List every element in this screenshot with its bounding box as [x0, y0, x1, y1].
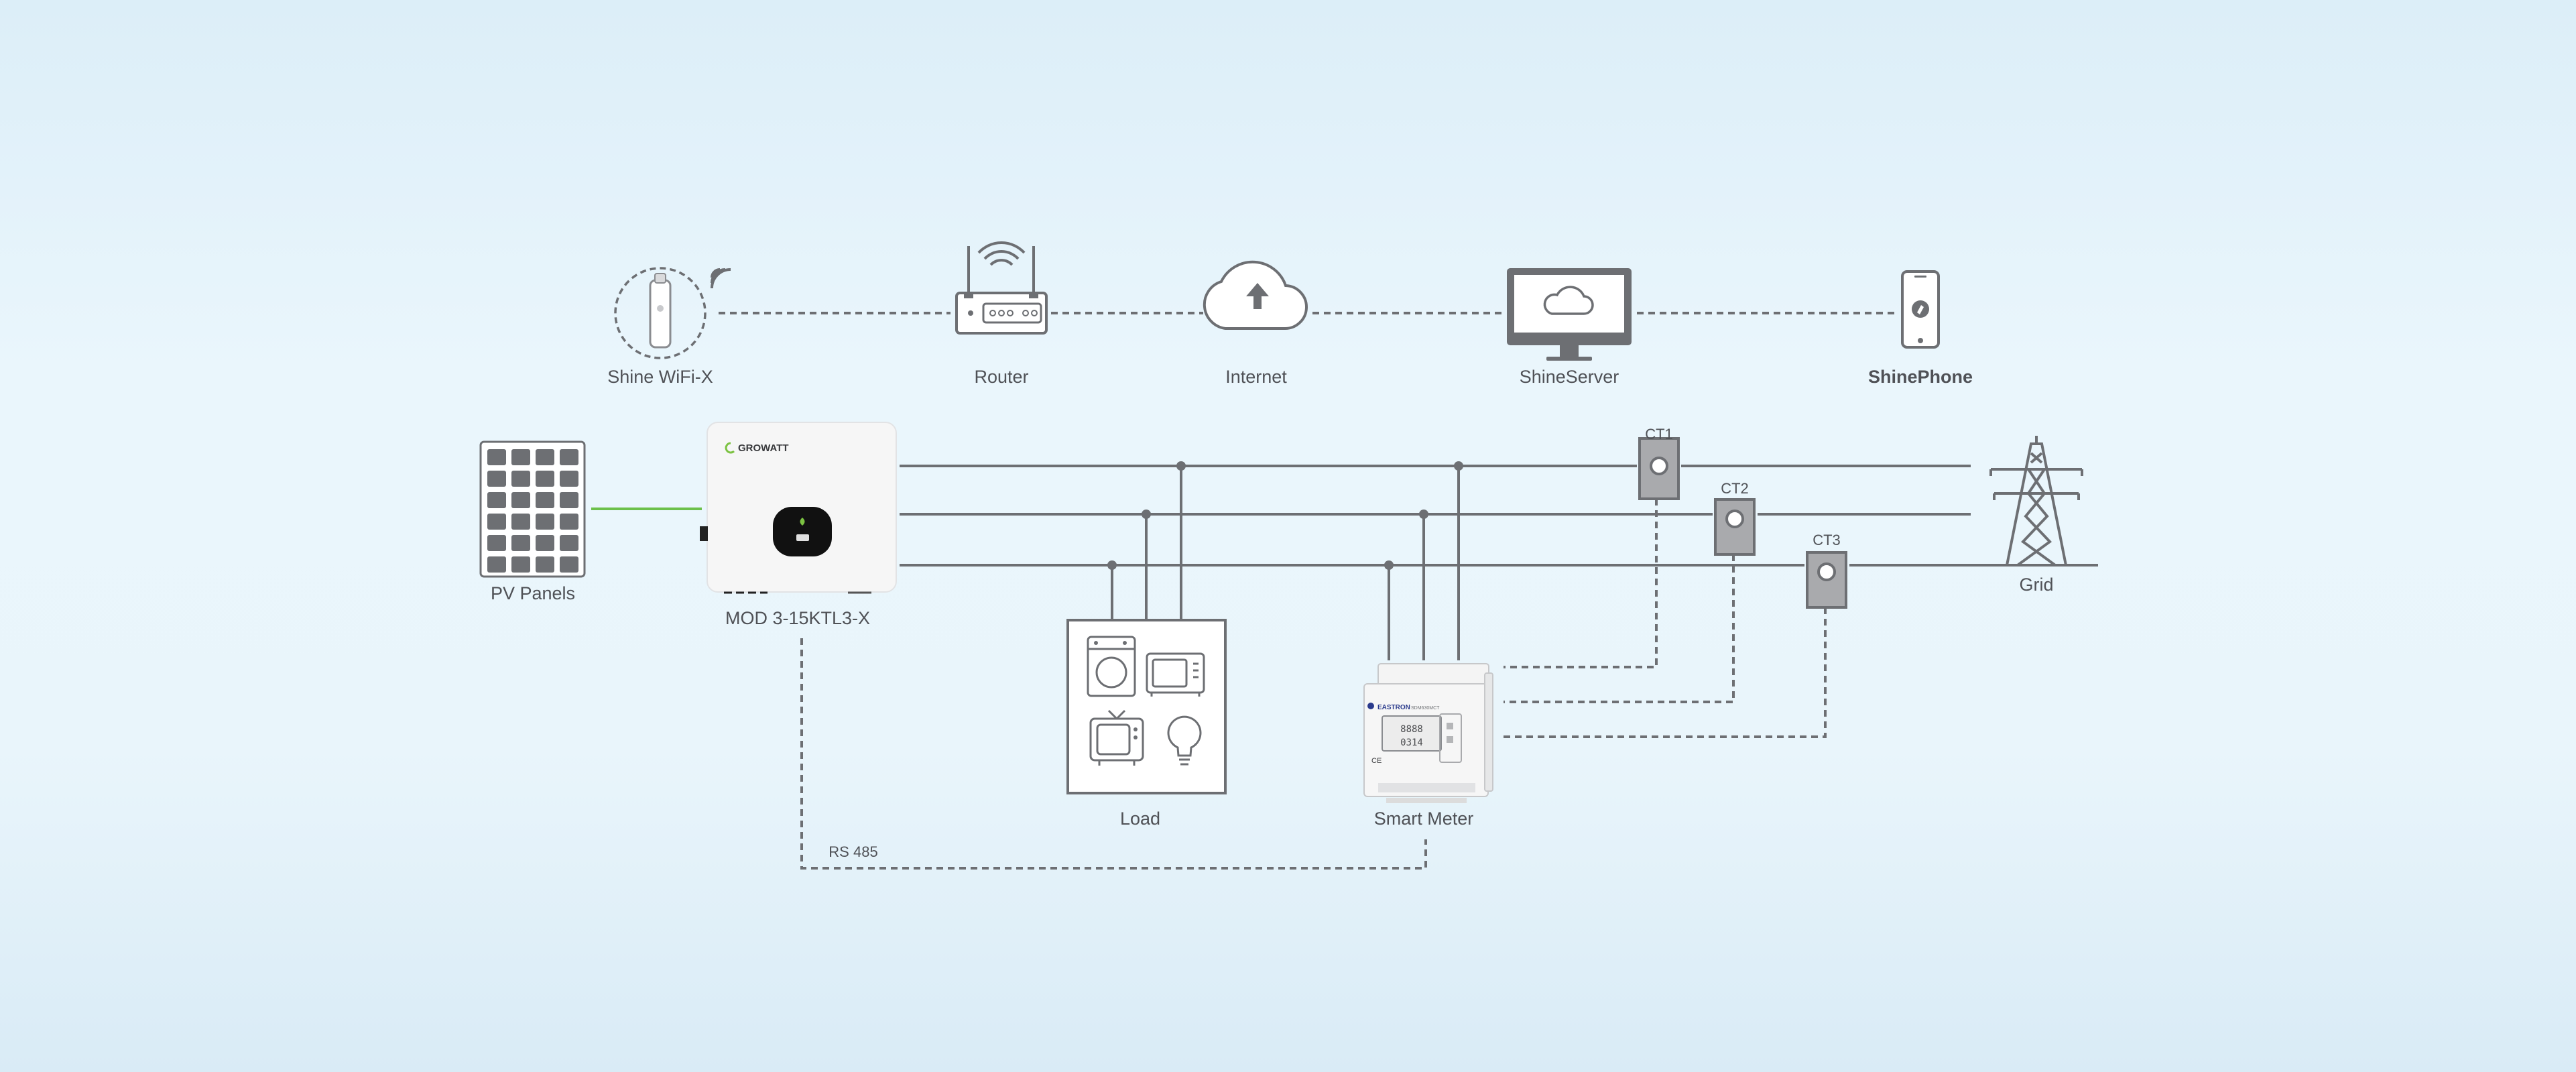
meter-reading-bottom: 0314: [1400, 737, 1423, 748]
cloud-upload-icon: [1203, 260, 1308, 331]
ct2-clamp[interactable]: CT2: [1714, 480, 1756, 556]
pv-cell: [511, 449, 530, 465]
load-label: Load: [1120, 809, 1160, 829]
pv-cell: [511, 514, 530, 530]
pv-cell: [536, 471, 554, 487]
pv-cell: [511, 556, 530, 573]
leaf-icon: [800, 518, 805, 526]
inverter-connector: [700, 526, 708, 541]
pv-cell: [487, 535, 506, 551]
shine-wifi-node[interactable]: Shine WiFi-X: [607, 267, 731, 387]
inverter-brand: GROWATT: [738, 442, 789, 454]
smart-meter-node[interactable]: EASTRON SDM630MCT 8888 0314 CE Smart Met…: [1363, 663, 1493, 829]
pv-cell: [487, 556, 506, 573]
pv-cell: [511, 492, 530, 508]
load-node[interactable]: Load: [1066, 619, 1227, 829]
washing-machine-icon: [1087, 636, 1136, 697]
wireless-signal-icon: [711, 268, 731, 289]
meter-model: SDM630MCT: [1411, 706, 1440, 711]
ct2-label: CT2: [1721, 480, 1749, 497]
smart-meter-label: Smart Meter: [1374, 809, 1474, 829]
inverter-screen: [773, 507, 832, 556]
internet-label: Internet: [1225, 367, 1287, 387]
pv-cell: [536, 449, 554, 465]
pv-cell: [487, 449, 506, 465]
pv-cell: [536, 492, 554, 508]
pv-cell: [560, 449, 578, 465]
display-indicator: [796, 534, 809, 541]
pv-cell: [536, 514, 554, 530]
power-pylon-icon: [1977, 436, 2098, 567]
ct1-label: CT1: [1645, 426, 1673, 442]
inverter-model-label: MOD 3-15KTL3-X: [725, 608, 870, 628]
television-icon: [1089, 709, 1144, 766]
pv-cell: [560, 535, 578, 551]
shineserver-label: ShineServer: [1520, 367, 1619, 387]
pv-cell: [560, 556, 578, 573]
shineserver-node[interactable]: ShineServer: [1507, 268, 1632, 387]
pv-cell: [536, 556, 554, 573]
load-box: [1066, 619, 1227, 794]
meter-reading-top: 8888: [1400, 724, 1423, 735]
router-node[interactable]: Router: [955, 241, 1048, 387]
rs485-link: RS 485: [800, 638, 1427, 870]
smart-meter-device: EASTRON SDM630MCT 8888 0314 CE: [1363, 663, 1493, 803]
microwave-icon: [1146, 652, 1205, 697]
ct1-clamp[interactable]: CT1: [1638, 426, 1680, 500]
shinephone-label: ShinePhone: [1868, 367, 1973, 387]
pv-cell: [487, 492, 506, 508]
pv-cell: [487, 471, 506, 487]
solar-panel-icon: [479, 440, 586, 578]
smartphone-icon: [1901, 270, 1940, 349]
pv-cell: [560, 471, 578, 487]
router-label: Router: [974, 367, 1028, 387]
pv-cell: [511, 471, 530, 487]
shinephone-node[interactable]: ShinePhone: [1868, 270, 1973, 387]
grid-node[interactable]: Grid: [1977, 436, 2098, 595]
router-icon: [955, 241, 1048, 335]
inverter-node[interactable]: GROWATT MOD 3-15KTL3-X: [700, 422, 897, 628]
ct3-label: CT3: [1813, 532, 1841, 548]
light-bulb-icon: [1167, 715, 1202, 766]
pv-panels-label: PV Panels: [491, 583, 575, 603]
pv-panels-node[interactable]: PV Panels: [479, 440, 586, 603]
svg-text:CE: CE: [1371, 757, 1382, 765]
pv-cell: [536, 535, 554, 551]
pv-cell: [511, 535, 530, 551]
monitor-icon: [1507, 268, 1632, 361]
meter-brand: EASTRON: [1377, 704, 1410, 711]
internet-node[interactable]: Internet: [1203, 260, 1308, 387]
wifi-dongle-icon: [649, 273, 672, 349]
rs485-label: RS 485: [829, 843, 877, 860]
shine-wifi-label: Shine WiFi-X: [607, 367, 713, 387]
pv-cell: [487, 514, 506, 530]
ct-signal-links: [1504, 499, 1827, 738]
ct3-clamp[interactable]: CT3: [1806, 532, 1847, 609]
growatt-logo: GROWATT: [725, 442, 789, 454]
ac-bus: [900, 461, 2098, 660]
pv-cell: [560, 492, 578, 508]
grid-label: Grid: [2019, 575, 2053, 595]
pv-cell: [560, 514, 578, 530]
